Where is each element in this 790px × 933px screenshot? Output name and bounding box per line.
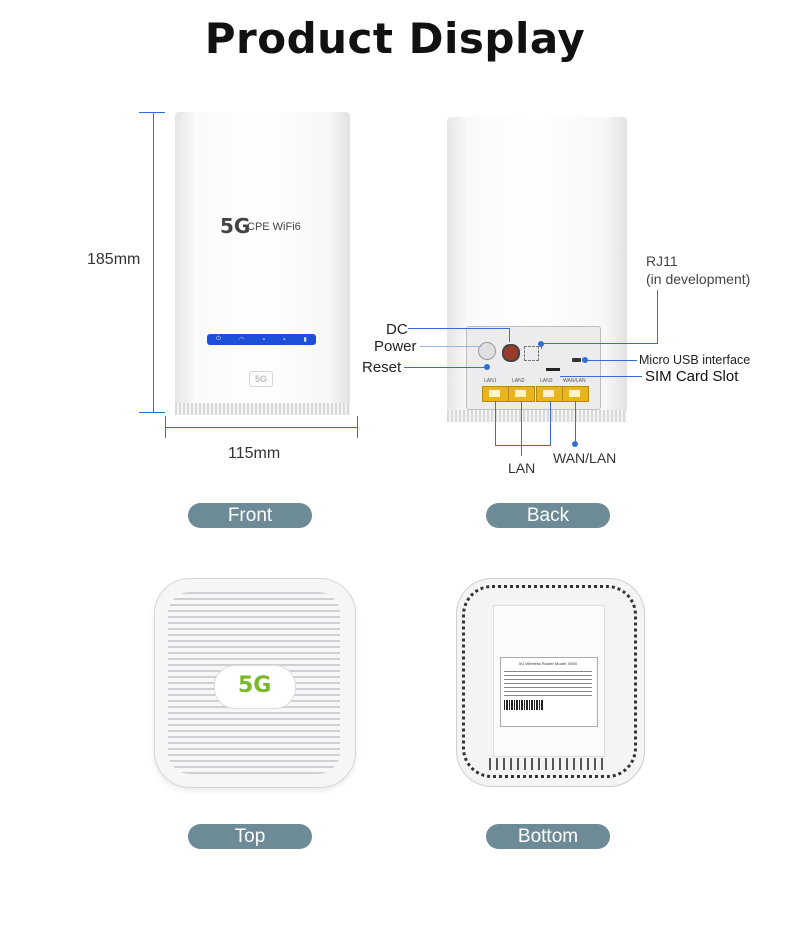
front-vent <box>175 403 350 415</box>
port-label-2: LAN2 <box>512 378 525 384</box>
top-5g-logo: 5G <box>238 673 272 698</box>
sim-slot <box>546 368 560 371</box>
bottom-caption: Bottom <box>486 824 610 849</box>
back-vent <box>447 410 627 422</box>
wan-leader <box>575 401 576 443</box>
power-button <box>478 342 496 360</box>
bottom-screw-ring <box>462 585 637 778</box>
front-bottom-logo: 5G <box>249 371 273 387</box>
reset-dot <box>484 364 490 370</box>
label-text-lines <box>504 670 592 696</box>
lan-leader-bottom <box>495 445 551 446</box>
signal-led-icon: ▮ <box>303 337 307 343</box>
power-led-icon: ⏻ <box>216 336 221 342</box>
rj11-leader-v <box>657 290 658 344</box>
dc-leader-down <box>509 328 510 342</box>
back-caption: Back <box>486 503 610 528</box>
rj11-leader-h <box>541 343 658 344</box>
product-label-title: 5G Wireless Router Model: 5590 <box>518 661 578 666</box>
wan-lan-port <box>562 386 589 402</box>
top-caption: Top <box>188 824 312 849</box>
micro-usb-label: Micro USB interface <box>639 353 751 367</box>
dc-label: DC <box>386 321 408 338</box>
wan-dot <box>572 441 578 447</box>
page-title: Product Display <box>204 14 586 63</box>
4g-led-icon: ▪ <box>262 336 265 343</box>
usb-dot <box>582 357 588 363</box>
rj11-label: RJ11 <box>646 253 678 269</box>
rj11-port <box>524 346 539 361</box>
reset-leader <box>404 367 486 368</box>
led-indicator-bar: ⏻ ◠ ▪ ▪ ▮ <box>207 334 316 345</box>
rj11-leader-short <box>541 343 542 349</box>
lan-leader-right <box>550 401 551 445</box>
dc-jack <box>502 344 520 362</box>
micro-usb-port <box>572 358 581 362</box>
5g-led-icon: ▪ <box>283 336 286 343</box>
lan1-port <box>482 386 509 402</box>
width-dim-line <box>165 427 358 428</box>
power-leader <box>420 346 482 347</box>
rj11-note: (in development) <box>646 271 751 287</box>
front-5g-logo: 5G <box>220 214 251 238</box>
top-logo-badge <box>214 665 296 709</box>
lan-leader-left <box>495 401 496 445</box>
wan-label: WAN/LAN <box>553 450 617 466</box>
port-label-4: WAN/LAN <box>563 378 586 384</box>
reset-label: Reset <box>362 359 402 376</box>
usb-leader <box>585 360 637 361</box>
height-dim-label: 185mm <box>87 251 141 268</box>
label-barcode <box>504 700 544 710</box>
front-logo-text: CPE WiFi6 <box>247 221 301 233</box>
power-label: Power <box>374 338 417 355</box>
bottom-vents <box>489 758 607 770</box>
front-caption: Front <box>188 503 312 528</box>
height-dim-line <box>153 112 154 412</box>
dc-leader <box>408 328 510 329</box>
front-device <box>175 112 350 415</box>
sim-label: SIM Card Slot <box>645 368 739 385</box>
width-dim-label: 115mm <box>228 445 281 462</box>
port-label-1: LAN1 <box>484 378 497 384</box>
lan-leader-center <box>521 401 522 456</box>
sim-leader <box>560 376 642 377</box>
height-dim-bottom-tick <box>139 412 165 413</box>
lan2-port <box>508 386 535 402</box>
height-dim-top-tick <box>139 112 165 113</box>
lan3-port <box>536 386 563 402</box>
port-label-3: LAN3 <box>540 378 553 384</box>
lan-label: LAN <box>508 460 536 476</box>
wifi-led-icon: ◠ <box>239 337 245 343</box>
